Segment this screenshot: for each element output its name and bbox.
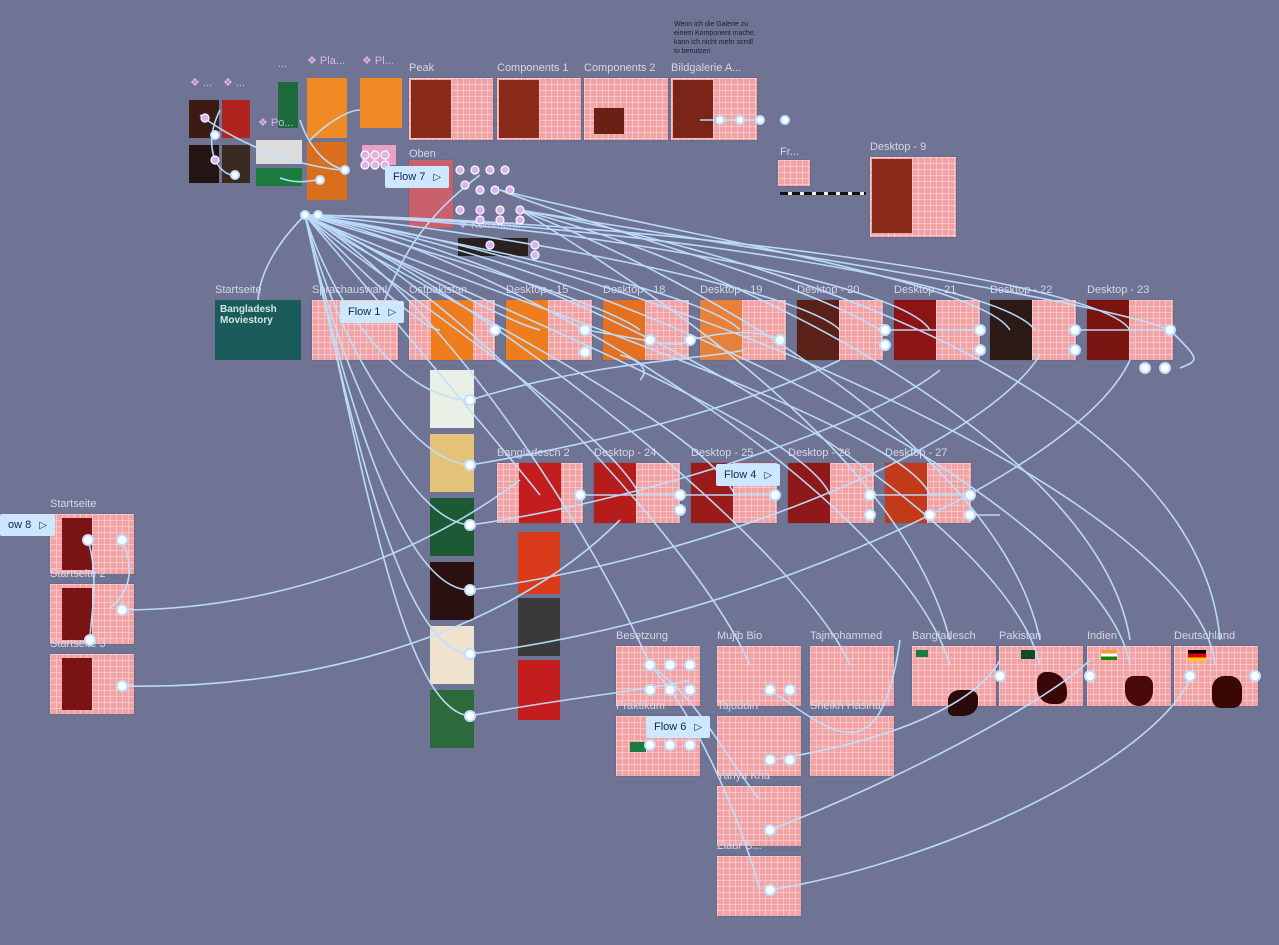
frame-label[interactable]: Desktop - 25	[691, 447, 754, 459]
frame-label[interactable]: Desktop - 9	[870, 141, 927, 153]
india-flag-icon	[1101, 650, 1117, 660]
frame-label[interactable]: Components 2	[584, 62, 656, 74]
play-icon: ▷	[694, 721, 703, 733]
frame-label[interactable]: Tajuddin	[717, 700, 758, 712]
pakistan-flag-icon	[1021, 650, 1035, 659]
frame-label[interactable]: Sheikh Hasina	[810, 700, 881, 712]
frame-label[interactable]: Startseite	[215, 284, 262, 296]
sticky-note[interactable]: Wenn ich die Galerie zu einem Komponent …	[674, 21, 756, 55]
frame-label[interactable]: Tajmohammed	[810, 630, 883, 642]
flow-label: Flow 7	[393, 171, 426, 183]
frame-label[interactable]: Ziaur B...	[717, 840, 762, 852]
frame-bangladesch[interactable]	[912, 646, 996, 716]
flow-4-tag[interactable]: Flow 4 ▷	[716, 464, 781, 486]
poster-thumb	[885, 463, 927, 523]
frame-label[interactable]: Besetzung	[616, 630, 668, 642]
flow-label: ow 8	[8, 519, 32, 531]
frame-label[interactable]: Desktop - 18	[603, 284, 666, 296]
frame-pakistan[interactable]	[999, 646, 1083, 706]
component-label[interactable]: ❖ Po...	[258, 117, 294, 129]
frame-yahya-khan[interactable]	[717, 786, 801, 846]
flow-label: Flow 1	[348, 306, 381, 318]
component-label[interactable]: ...	[278, 58, 288, 70]
frame-deutschland[interactable]	[1174, 646, 1258, 708]
bangladesh-flag-icon	[916, 650, 928, 657]
frame-label[interactable]: Fr...	[780, 146, 799, 158]
frame-label[interactable]: Bildgalerie A...	[671, 62, 742, 74]
poster-thumb[interactable]	[360, 78, 402, 128]
portrait-thumb	[499, 80, 539, 138]
germany-map-icon	[1212, 676, 1242, 708]
frame-label[interactable]: Desktop - 22	[990, 284, 1053, 296]
component-label[interactable]: ❖ Pl...	[362, 55, 394, 67]
frame-label[interactable]: Bangladesch	[912, 630, 976, 642]
frame-startseite-3[interactable]	[50, 654, 134, 714]
startseite-title: Bangladesh Moviestory	[220, 304, 277, 326]
component-thumb[interactable]	[278, 82, 298, 128]
frame-desktop-9[interactable]	[870, 157, 956, 237]
flow-7-tag[interactable]: Flow 7 ▷	[385, 166, 450, 188]
flow-8-tag[interactable]: ow 8 ▷	[0, 514, 55, 536]
frame-besetzung[interactable]	[616, 646, 700, 706]
frame-components-1[interactable]	[497, 78, 581, 140]
flow-label: Flow 6	[654, 721, 687, 733]
poster-thumb	[990, 300, 1032, 360]
frame-label[interactable]: Desktop - 27	[885, 447, 948, 459]
portrait-thumb	[411, 80, 451, 138]
frame-label[interactable]: Indien	[1087, 630, 1117, 642]
frame-label[interactable]: Oben	[409, 148, 436, 160]
frame-desktop-24[interactable]	[594, 463, 680, 523]
frame-label[interactable]: Yahya Kha	[717, 770, 771, 782]
bangladesh-flag-icon	[630, 742, 646, 752]
frame-peak[interactable]	[409, 78, 493, 140]
poster-thumb	[603, 300, 645, 360]
portrait-thumb	[872, 159, 912, 233]
flow-label: Flow 4	[724, 469, 757, 481]
play-icon: ▷	[388, 306, 397, 318]
component-label[interactable]: ❖ ...	[223, 77, 246, 89]
frame-label[interactable]: Mujib Bio	[717, 630, 763, 642]
poster-tapan-4[interactable]	[518, 660, 560, 720]
portrait-thumb	[673, 80, 713, 138]
frame-sheikh-hasina[interactable]	[810, 716, 894, 776]
frame-tajuddin[interactable]	[717, 716, 801, 776]
component-label[interactable]: ❖ ...	[190, 77, 213, 89]
frame-label[interactable]: Components 1	[497, 62, 569, 74]
poster-thumb[interactable]	[307, 78, 347, 138]
divider-bar	[780, 192, 866, 195]
frame-mujib-bio[interactable]	[717, 646, 801, 706]
frame-label[interactable]: Startseite	[50, 498, 97, 510]
play-icon: ▷	[764, 469, 773, 481]
frame-label[interactable]: Desktop - 23	[1087, 284, 1150, 296]
component-label[interactable]: ❖ Pla...	[307, 55, 345, 67]
frame-label[interactable]: Sprachauswahl	[312, 284, 388, 296]
frame-label[interactable]: Startseite 2	[50, 568, 106, 580]
germany-flag-icon	[1188, 650, 1206, 661]
frame-bildgalerie[interactable]	[671, 78, 757, 140]
flow-1-tag[interactable]: Flow 1 ▷	[340, 301, 405, 323]
frame-tajmohammed[interactable]	[810, 646, 894, 706]
frame-label[interactable]: Praktikum	[616, 700, 665, 712]
pakistan-map-icon	[1037, 672, 1067, 704]
india-map-icon	[1125, 676, 1153, 706]
poster-thumb	[62, 588, 92, 640]
frame-label[interactable]: Peak	[409, 62, 435, 74]
frame-fr[interactable]	[778, 160, 810, 186]
frame-startseite[interactable]: Bangladesh Moviestory	[215, 300, 301, 360]
frame-components-2[interactable]	[584, 78, 668, 140]
flow-6-tag[interactable]: Flow 6 ▷	[646, 716, 711, 738]
play-icon: ▷	[39, 519, 47, 531]
play-icon: ▷	[433, 171, 442, 183]
photo-thumb	[594, 108, 624, 134]
poster-thumb	[62, 658, 92, 710]
frame-label[interactable]: Desktop - 15	[506, 284, 569, 296]
frame-indien[interactable]	[1087, 646, 1171, 706]
